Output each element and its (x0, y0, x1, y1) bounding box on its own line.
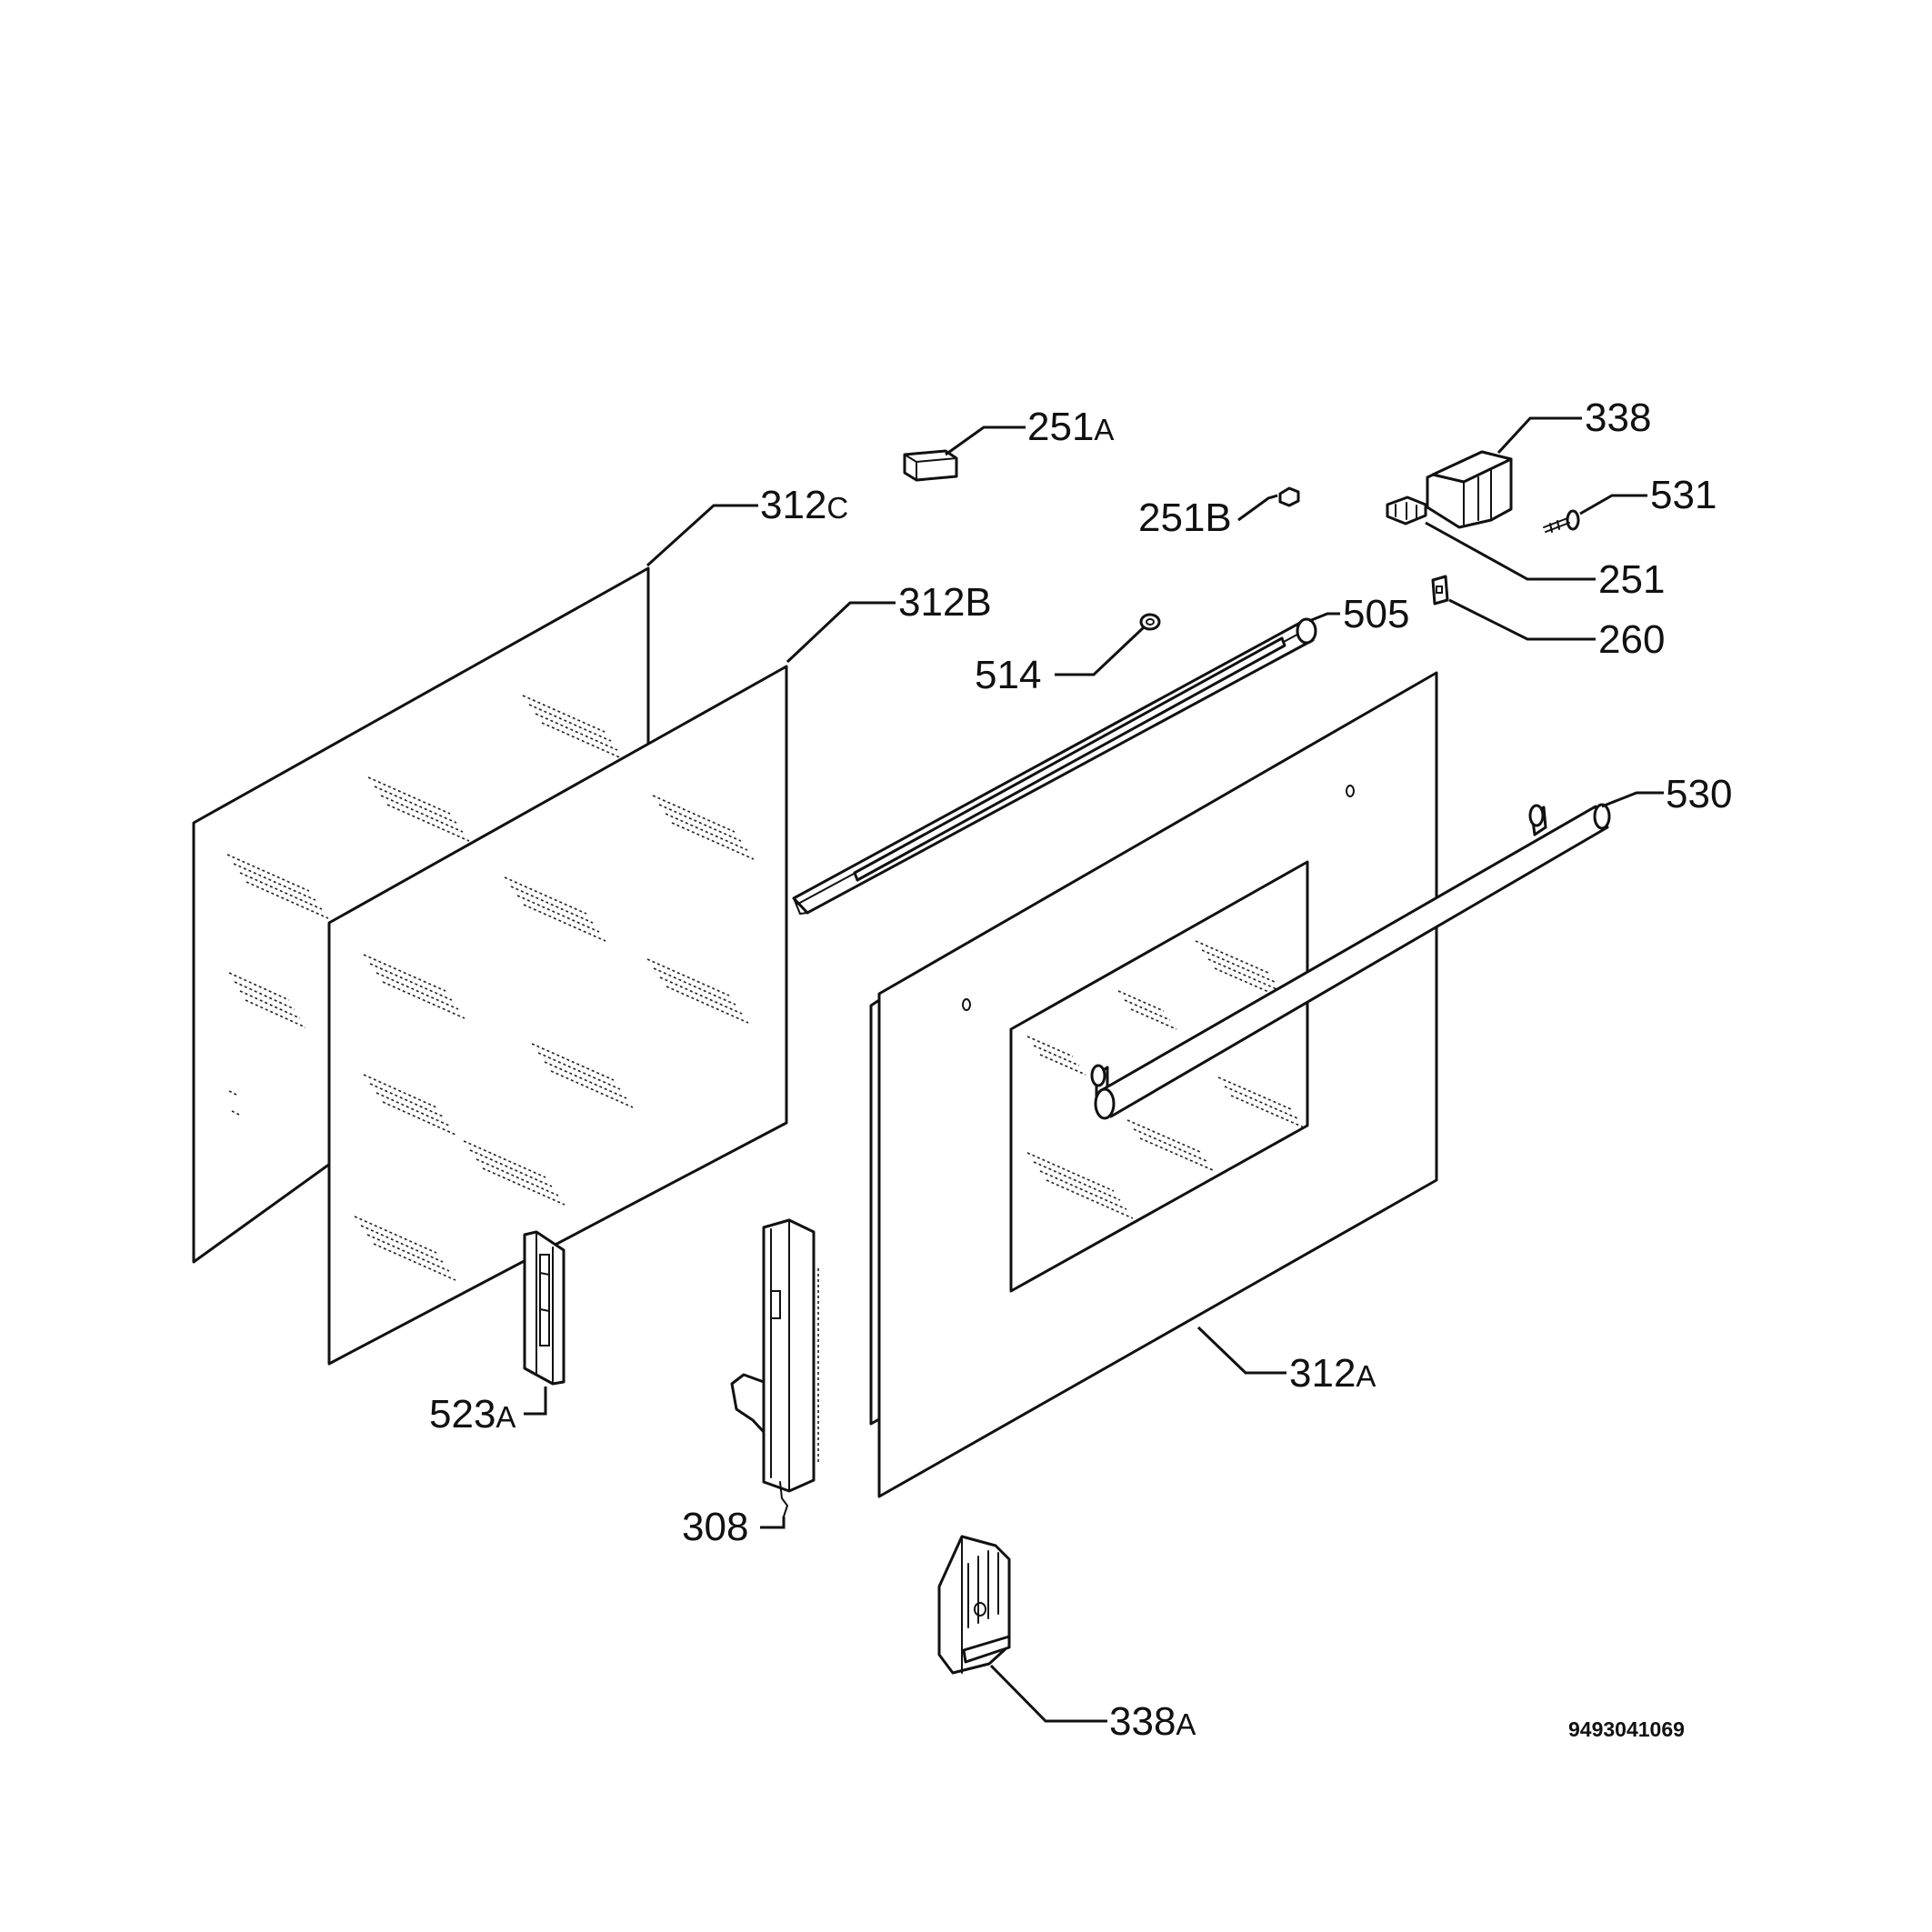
label-312c: 312C (760, 483, 848, 527)
screw-531 (1543, 509, 1580, 533)
cap-251a (903, 449, 958, 482)
label-338a: 338A (1109, 1699, 1196, 1744)
bracket-251 (1386, 496, 1427, 526)
hinge-cover-338 (1426, 450, 1513, 529)
label-251: 251 (1598, 557, 1665, 602)
label-523a: 523A (429, 1392, 516, 1436)
label-531: 531 (1650, 473, 1717, 517)
hinge-308 (730, 1218, 819, 1517)
label-260: 260 (1598, 617, 1665, 662)
label-505: 505 (1343, 592, 1409, 636)
glass-panel-312b (327, 665, 788, 1366)
label-308: 308 (682, 1505, 748, 1549)
nut-514 (1139, 613, 1161, 631)
handle-bar-530 (1090, 803, 1611, 1120)
clip-260 (1431, 575, 1449, 606)
part-labels: 251A 338 531 312C 251B 251 312B 505 260 … (429, 395, 1732, 1744)
label-530: 530 (1666, 772, 1732, 816)
clip-251b (1278, 486, 1300, 507)
top-profile-505 (792, 617, 1317, 916)
hinge-cover-338a (937, 1535, 1011, 1675)
label-312a: 312A (1289, 1351, 1376, 1396)
hinge-bracket-523a (523, 1230, 566, 1386)
label-514: 514 (975, 653, 1041, 697)
label-251a: 251A (1027, 405, 1114, 449)
label-251b: 251B (1138, 496, 1232, 540)
label-312b: 312B (898, 580, 992, 625)
leader-lines (524, 416, 1664, 1723)
label-338: 338 (1585, 395, 1651, 440)
drawing-code: 9493041069 (1568, 1717, 1685, 1741)
